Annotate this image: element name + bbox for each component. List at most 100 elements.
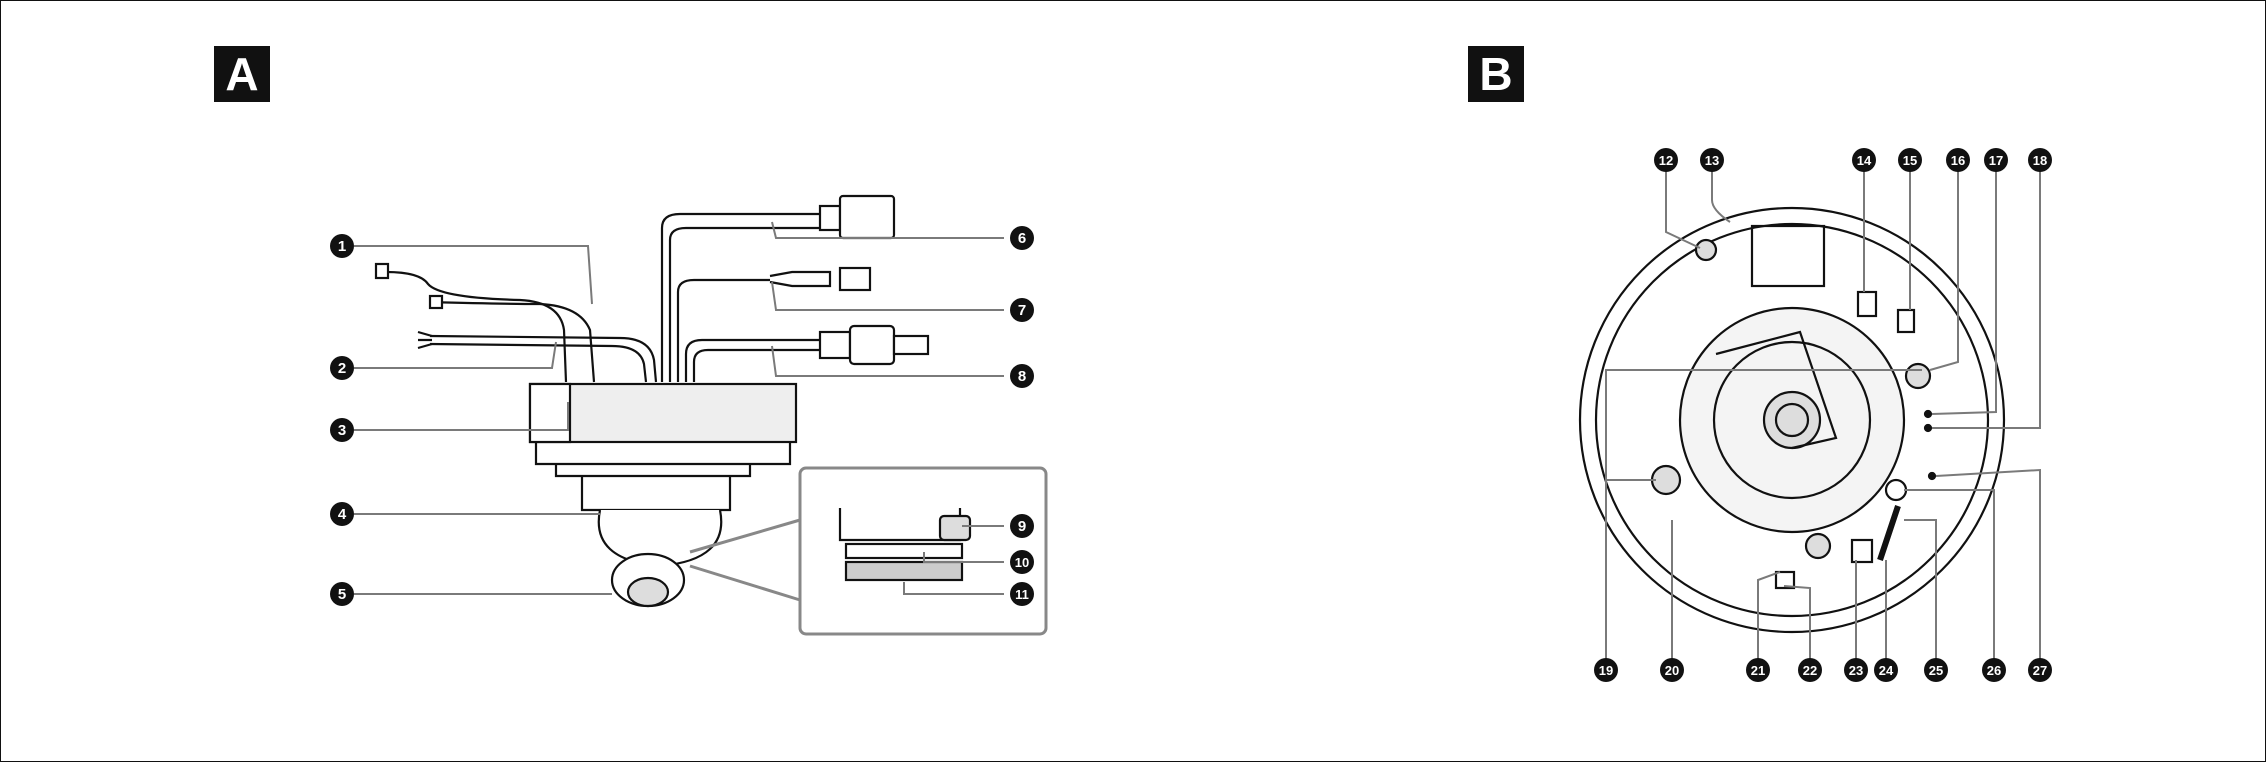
led-18 — [1923, 423, 1933, 433]
callout-12: 12 — [1654, 148, 1678, 172]
callout-circle — [330, 356, 354, 380]
inset-screw-9 — [938, 514, 972, 542]
callout-circle — [1010, 226, 1034, 250]
cable-6 — [660, 212, 820, 382]
callout-13: 13 — [1700, 148, 1724, 172]
callout-circle — [1594, 658, 1618, 682]
callout-number: 15 — [1903, 153, 1917, 168]
connector-1b — [428, 294, 444, 310]
callout-number: 19 — [1599, 663, 1613, 678]
callout-circle — [1946, 148, 1970, 172]
callout-number: 17 — [1989, 153, 2003, 168]
wire-2b — [429, 342, 648, 383]
terminal-block-7 — [838, 266, 872, 292]
label-plate — [528, 382, 572, 444]
callout-number: 16 — [1951, 153, 1965, 168]
callout-number: 6 — [1018, 230, 1026, 247]
lens-5 — [626, 576, 670, 608]
center-lens-inner — [1774, 402, 1810, 438]
panel-b-drawing — [1578, 206, 2006, 634]
callout-19: 19 — [1594, 658, 1618, 682]
callout-circle — [1010, 582, 1034, 606]
slot-24 — [1877, 505, 1901, 561]
callout-circle — [1798, 658, 1822, 682]
callout-25: 25 — [1924, 658, 1948, 682]
callout-circle — [1660, 658, 1684, 682]
callout-16: 16 — [1946, 148, 1970, 172]
bnc-sleeve-8 — [848, 324, 896, 366]
callout-circle — [330, 418, 354, 442]
callout-number: 25 — [1929, 663, 1943, 678]
connector-1a — [374, 262, 390, 280]
adapter-box-6 — [838, 194, 896, 240]
callout-number: 24 — [1879, 663, 1894, 678]
plug-7 — [769, 270, 832, 288]
callout-number: 13 — [1705, 153, 1719, 168]
mount-bracket — [534, 442, 792, 466]
panel-a-drawing — [374, 194, 1048, 636]
base-inner-ring — [1594, 222, 1990, 618]
callout-circle — [1746, 658, 1770, 682]
callout-2: 2 — [330, 356, 354, 380]
screw-26 — [1884, 478, 1908, 502]
wire-2 — [429, 334, 658, 383]
callout-11: 11 — [1010, 582, 1034, 606]
inset-pointer — [689, 518, 801, 602]
callout-number: 18 — [2033, 153, 2047, 168]
inset-ring-11 — [844, 560, 964, 582]
callout-number: 5 — [338, 586, 346, 603]
callout-20: 20 — [1660, 658, 1684, 682]
callout-22: 22 — [1798, 658, 1822, 682]
board-component — [1750, 224, 1826, 288]
inset-ring-10 — [844, 542, 964, 560]
cable-8b — [692, 348, 820, 382]
callout-circle — [330, 502, 354, 526]
panel-b-leaders — [1605, 160, 2041, 670]
callout-circle — [1924, 658, 1948, 682]
callout-circle — [1700, 148, 1724, 172]
base-outer-ring — [1578, 206, 2006, 634]
callout-3: 3 — [330, 418, 354, 442]
callout-23: 23 — [1844, 658, 1868, 682]
detail-inset-box — [798, 466, 1048, 636]
callout-circle — [1654, 148, 1678, 172]
callout-number: 1 — [338, 238, 346, 255]
screw-19 — [1650, 464, 1682, 496]
callout-circle — [1874, 658, 1898, 682]
center-lens — [1762, 390, 1822, 450]
callout-27: 27 — [2028, 658, 2052, 682]
callout-number: 8 — [1018, 368, 1026, 385]
cable-7 — [676, 276, 793, 382]
callout-6: 6 — [1010, 226, 1034, 250]
cable-8 — [684, 338, 820, 382]
callout-circle — [1010, 514, 1034, 538]
callout-10: 10 — [1010, 550, 1034, 574]
jack-21 — [1804, 532, 1832, 560]
callout-7: 7 — [1010, 298, 1034, 322]
callout-number: 22 — [1803, 663, 1817, 678]
callout-circle — [1984, 148, 2008, 172]
cable-1b — [429, 300, 596, 383]
callout-24: 24 — [1874, 658, 1898, 682]
callout-number: 11 — [1015, 587, 1029, 602]
bnc-body-8 — [818, 330, 852, 360]
callout-circle — [1010, 550, 1034, 574]
callout-number: 4 — [338, 506, 347, 523]
callout-number: 12 — [1659, 153, 1673, 168]
camera-top-housing — [528, 382, 798, 444]
cable-1 — [385, 270, 568, 383]
led-27 — [1927, 471, 1937, 481]
callout-circle — [2028, 658, 2052, 682]
callout-5: 5 — [330, 582, 354, 606]
connector-6 — [818, 204, 842, 232]
callout-circle — [1010, 298, 1034, 322]
callout-9: 9 — [1010, 514, 1034, 538]
callout-4: 4 — [330, 502, 354, 526]
switch-15 — [1896, 308, 1916, 334]
callout-number: 10 — [1015, 555, 1029, 570]
switch-22 — [1774, 570, 1796, 590]
screw-16 — [1904, 362, 1932, 390]
shield-plate — [1715, 330, 1838, 450]
callout-number: 21 — [1751, 663, 1765, 678]
